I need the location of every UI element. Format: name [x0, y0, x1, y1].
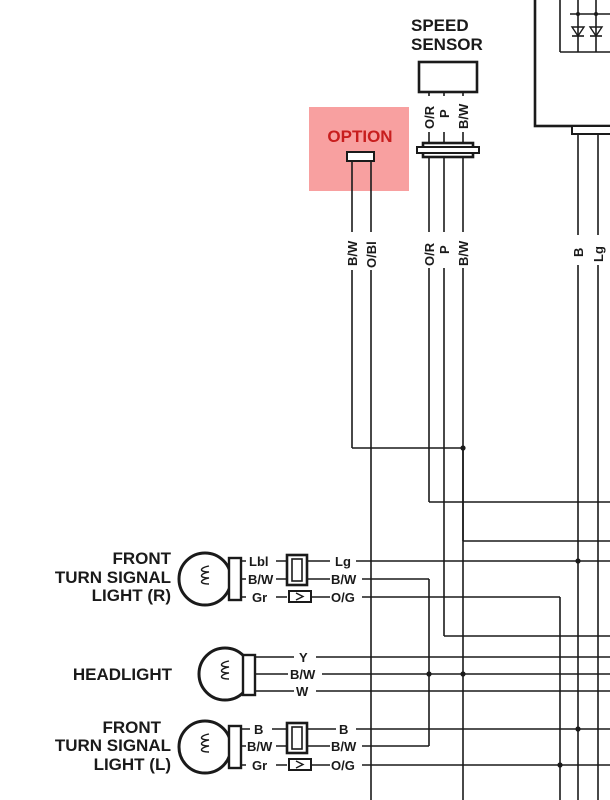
top-right-unit: [533, 0, 610, 128]
turn-r-left-wire-2: B/W: [248, 572, 274, 587]
speed-sensor-label-2: SENSOR: [411, 35, 483, 54]
turn-r-right-wire-3: O/G: [331, 590, 355, 605]
turn-l-label-2: TURN SIGNAL: [55, 736, 171, 755]
sensor-bottom-wire-3: B/W: [456, 240, 471, 266]
turn-l-label-1: FRONT: [102, 718, 161, 737]
speed-sensor-connector-tab: [416, 146, 480, 154]
turn-r-right-wire-2: B/W: [331, 572, 357, 587]
turn-r-label-3: LIGHT (R): [92, 586, 171, 605]
sensor-top-wire-3: B/W: [456, 103, 471, 129]
headlight-wire-3: W: [296, 684, 309, 699]
sensor-top-wire-1: O/R: [422, 105, 437, 129]
turn-r-label-1: FRONT: [112, 549, 171, 568]
sensor-top-wire-2: P: [437, 109, 452, 118]
turn-l-right-wire-3: O/G: [331, 758, 355, 773]
diode-2-icon: [588, 26, 604, 38]
speed-sensor-label-1: SPEED: [411, 16, 469, 35]
turn-r-label-2: TURN SIGNAL: [55, 568, 171, 587]
headlight-label: HEADLIGHT: [73, 665, 173, 684]
sensor-bottom-wire-2: P: [437, 245, 452, 254]
option-connector: [346, 151, 375, 162]
option-wire-1: B/W: [345, 240, 360, 266]
diode-1-icon: [570, 26, 586, 38]
option-wire-2: O/Bl: [364, 241, 379, 268]
turn-l-left-wire-3: Gr: [252, 758, 267, 773]
speed-sensor-box: [417, 60, 479, 94]
turn-r-left-wire-3: Gr: [252, 590, 267, 605]
sensor-bottom-wire-1: O/R: [422, 242, 437, 266]
turn-l-label-3: LIGHT (L): [94, 755, 171, 774]
option-label: OPTION: [327, 127, 392, 146]
option-highlight: [309, 107, 409, 191]
right-wire-2: Lg: [591, 246, 606, 262]
right-wire-1: B: [571, 248, 586, 257]
turn-l-right-wire-1: B: [339, 722, 348, 737]
turn-l-right-wire-2: B/W: [331, 739, 357, 754]
headlight-wire-2: B/W: [290, 667, 316, 682]
turn-r-right-wire-1: Lg: [335, 554, 351, 569]
turn-l-left-wire-2: B/W: [247, 739, 273, 754]
turn-r-diode: [288, 590, 312, 603]
turn-l-left-wire-1: B: [254, 722, 263, 737]
headlight-wire-1: Y: [299, 650, 308, 665]
turn-l-diode: [288, 758, 312, 771]
turn-r-left-wire-1: Lbl: [249, 554, 269, 569]
